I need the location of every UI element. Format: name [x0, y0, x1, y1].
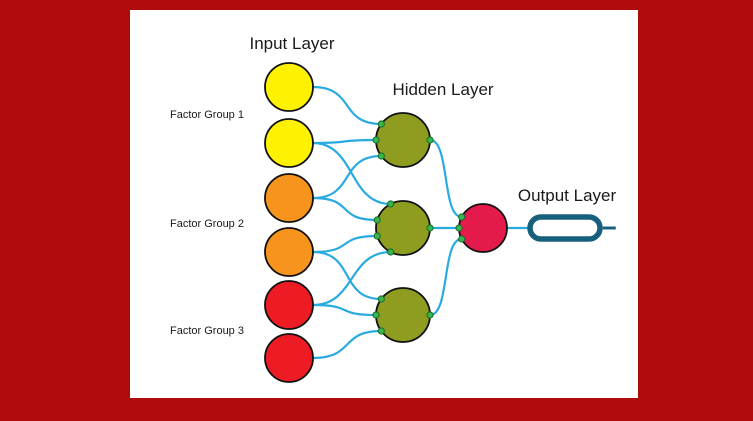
- factor-group-3-label: Factor Group 3: [170, 325, 244, 337]
- connector-dot: [387, 248, 395, 256]
- connector-dot: [387, 200, 395, 208]
- input-node-5: [264, 280, 314, 330]
- edge-hidden-to-output: [428, 237, 463, 317]
- edge-input-to-hidden: [311, 85, 383, 126]
- factor-group-1-label: Factor Group 1: [170, 109, 244, 121]
- factor-group-2-label: Factor Group 2: [170, 218, 244, 230]
- output-capsule: [527, 214, 603, 242]
- connector-dot: [377, 152, 385, 160]
- input-node-3: [264, 173, 314, 223]
- hidden-layer-label: Hidden Layer: [392, 80, 494, 99]
- connector-dot: [426, 136, 434, 144]
- output-node: [458, 203, 508, 253]
- hidden-node-1: [375, 112, 431, 168]
- edge-input-to-hidden: [311, 154, 383, 200]
- connector-dot: [458, 235, 466, 243]
- connector-dot: [373, 216, 381, 224]
- input-node-4: [264, 227, 314, 277]
- edge-input-to-hidden: [311, 250, 392, 307]
- input-node-1: [264, 62, 314, 112]
- edge-hidden-to-output: [428, 138, 463, 219]
- hidden-node-2: [375, 200, 431, 256]
- connector-dot: [377, 327, 385, 335]
- connector-dot: [373, 232, 381, 240]
- connector-dot: [426, 224, 434, 232]
- connector-dot: [426, 311, 434, 319]
- edge-input-to-hidden: [311, 196, 379, 222]
- edge-input-to-hidden: [311, 141, 392, 206]
- connector-dot: [455, 224, 463, 232]
- edge-input-to-hidden: [311, 329, 383, 360]
- connector-dot: [372, 311, 380, 319]
- diagram-panel: Input Layer Hidden Layer Output Layer Fa…: [130, 10, 638, 398]
- output-layer-label: Output Layer: [517, 186, 617, 205]
- input-node-2: [264, 118, 314, 168]
- input-layer-label: Input Layer: [249, 34, 335, 53]
- edge-input-to-hidden: [311, 250, 383, 301]
- edge-input-to-hidden: [311, 234, 379, 254]
- connector-dot: [377, 120, 385, 128]
- hidden-node-3: [375, 287, 431, 343]
- neural-network-diagram: [264, 62, 616, 383]
- connector-dot: [372, 136, 380, 144]
- connector-dot: [458, 213, 466, 221]
- edge-input-to-hidden: [311, 138, 378, 145]
- input-node-6: [264, 333, 314, 383]
- connector-dot: [377, 295, 385, 303]
- edge-input-to-hidden: [311, 303, 378, 317]
